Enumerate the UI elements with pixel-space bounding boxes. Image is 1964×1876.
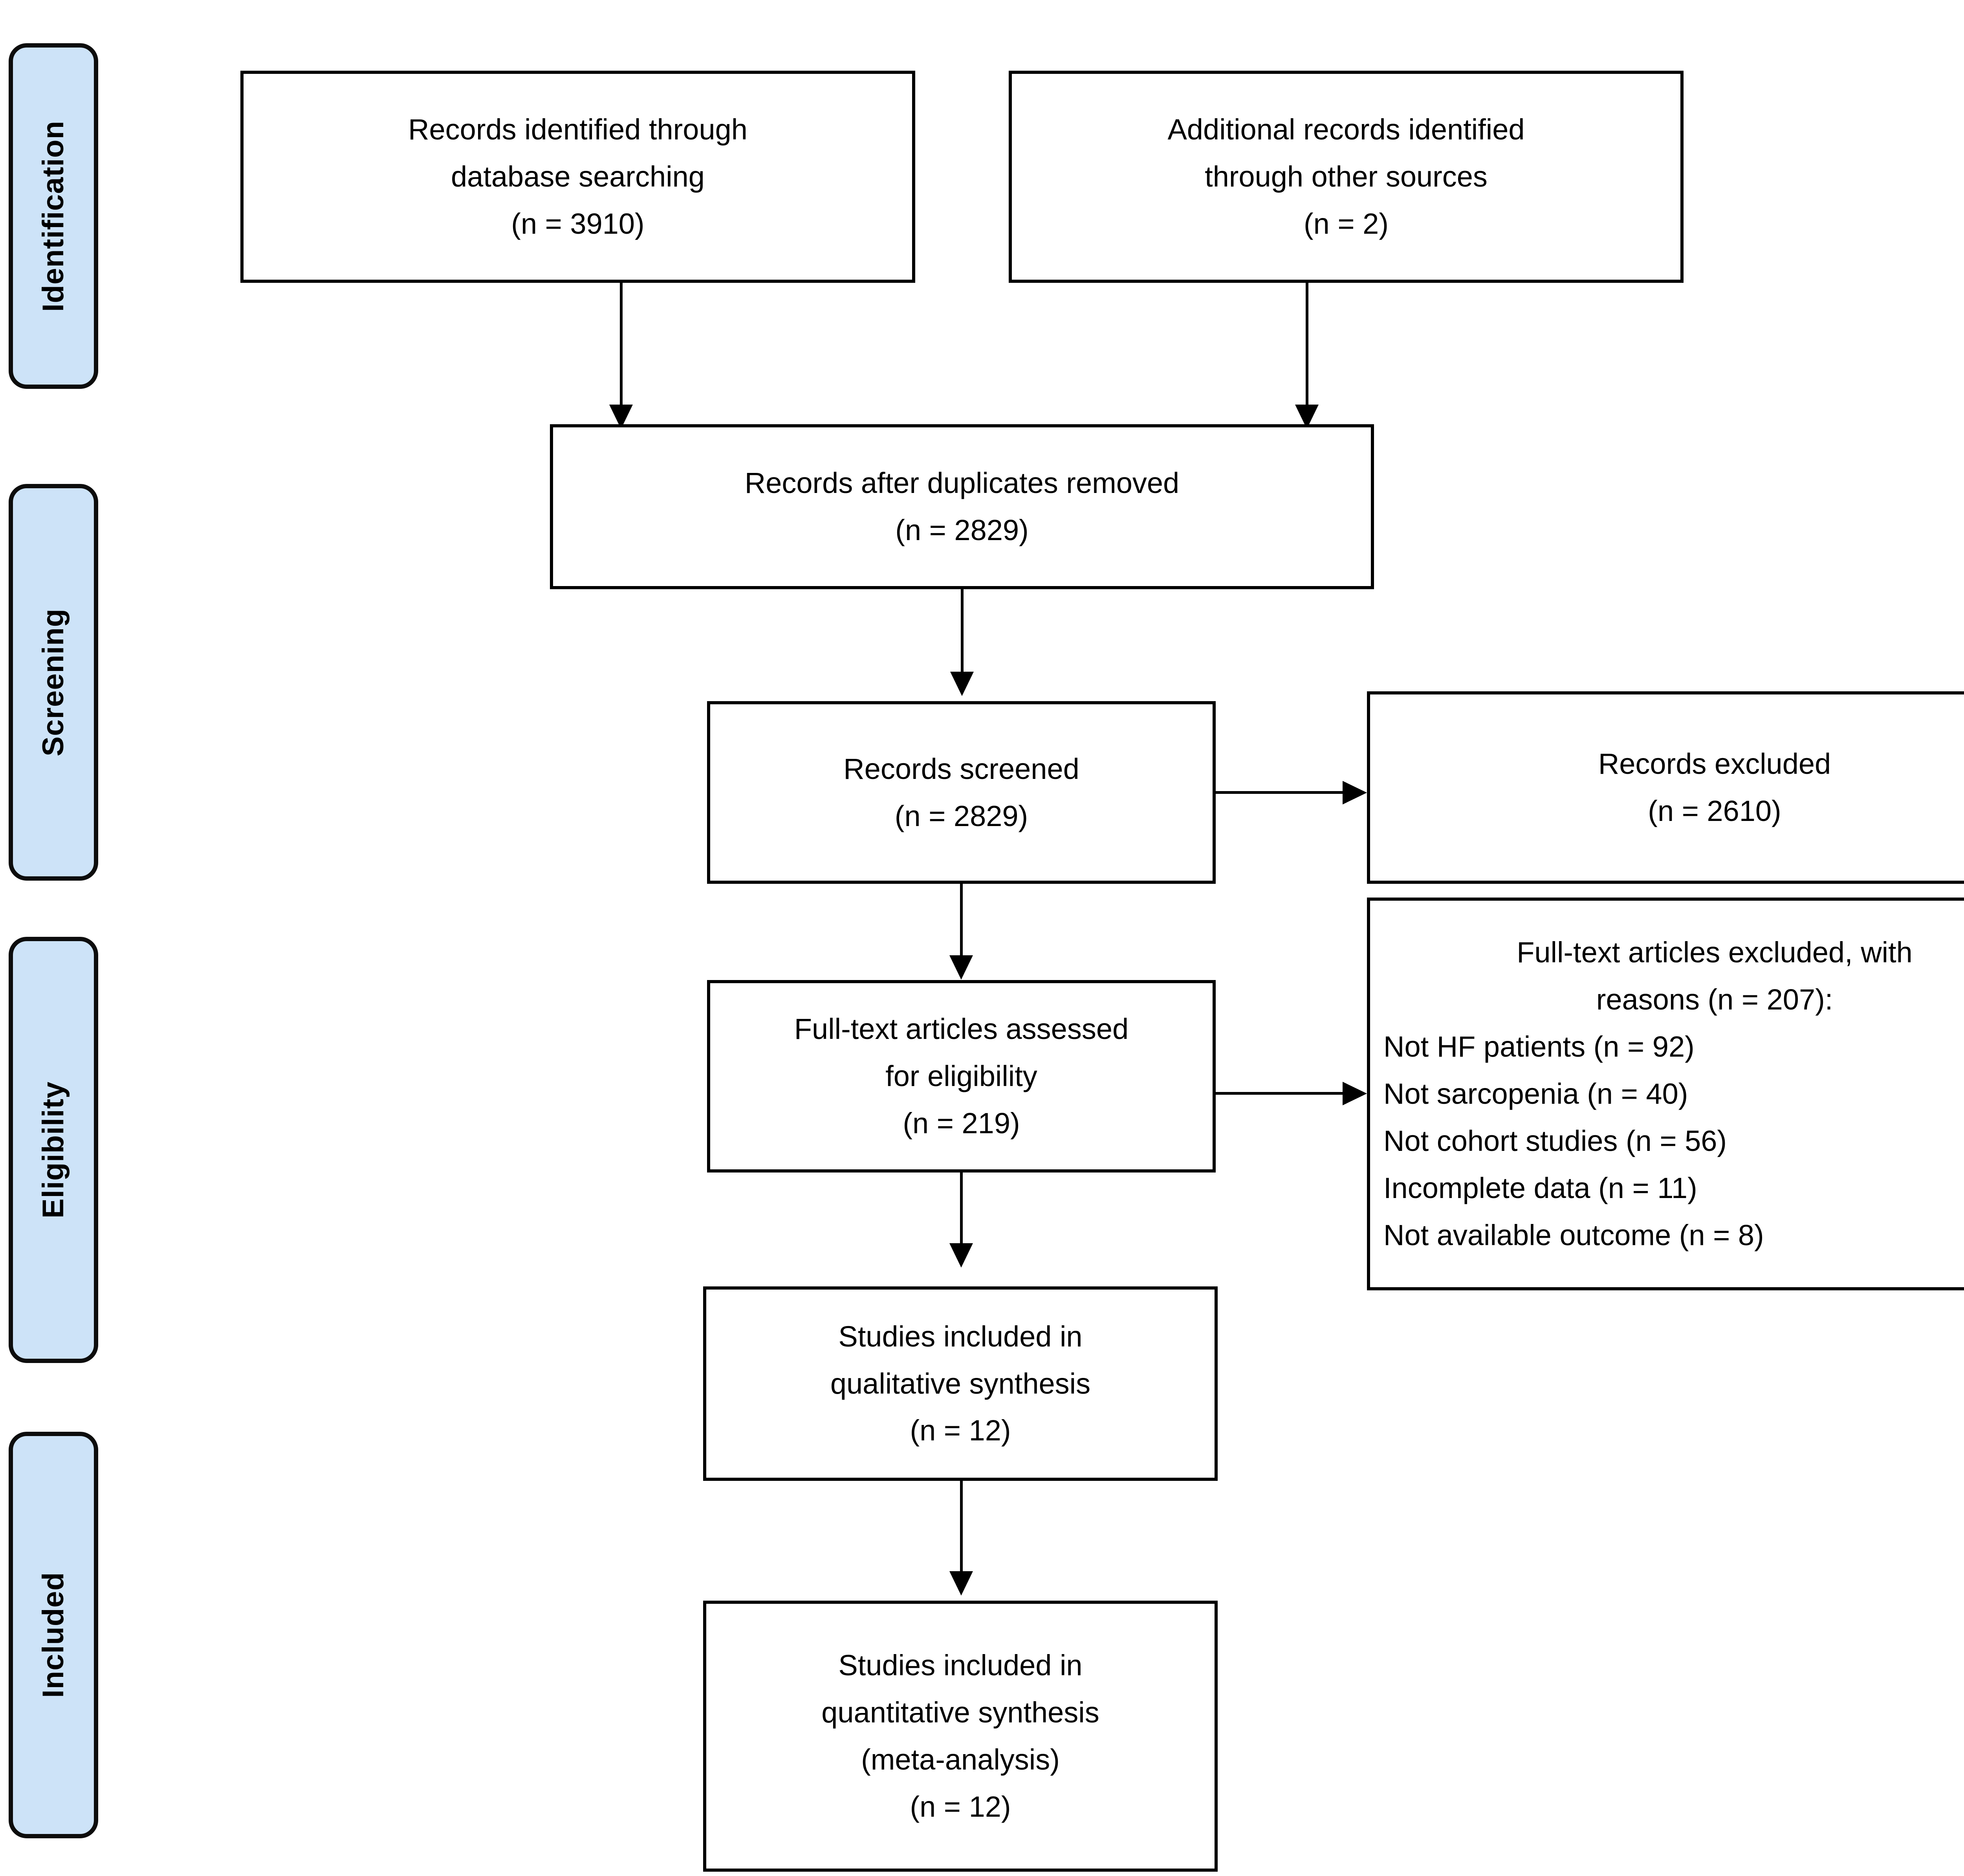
box-line: for eligibility <box>885 1060 1037 1093</box>
box-line: (meta-analysis) <box>861 1743 1060 1776</box>
box-records-identified-database: Records identified through database sear… <box>240 71 915 283</box>
connector-screened-to-fulltext <box>960 884 963 962</box>
stage-pill-identification: Identification <box>9 43 98 389</box>
box-line: through other sources <box>1205 160 1488 193</box>
stage-label-screening: Screening <box>37 608 70 757</box>
connector-screened-to-excluded <box>1216 791 1343 794</box>
stage-pill-screening: Screening <box>9 484 98 881</box>
box-line: (n = 12) <box>910 1790 1011 1823</box>
stage-label-included: Included <box>37 1572 70 1698</box>
box-line: (n = 3910) <box>511 207 645 240</box>
box-line: reasons (n = 207): <box>1596 983 1833 1016</box>
box-line: (n = 2610) <box>1648 795 1781 827</box>
box-line: Studies included in <box>838 1649 1083 1682</box>
box-fulltext-assessed: Full-text articles assessed for eligibil… <box>707 980 1216 1172</box>
box-line: (n = 12) <box>910 1414 1011 1447</box>
connector-fulltext-to-excluded <box>1216 1092 1343 1095</box>
connector-qualitative-to-quantitative <box>960 1481 963 1579</box>
exclusion-reason-1: Not HF patients (n = 92) <box>1383 1030 1695 1063</box>
box-line: (n = 2) <box>1304 207 1389 240</box>
arrowhead-screened-to-fulltext <box>949 955 973 980</box>
stage-pill-eligibility: Eligibility <box>9 937 98 1363</box>
stage-label-eligibility: Eligibility <box>37 1081 70 1218</box>
exclusion-reason-5: Not available outcome (n = 8) <box>1383 1218 1764 1251</box>
box-line: (n = 2829) <box>894 799 1028 832</box>
box-records-after-duplicates: Records after duplicates removed (n = 28… <box>550 424 1374 589</box>
arrowhead-fulltext-to-excluded <box>1343 1082 1367 1105</box>
box-records-excluded: Records excluded (n = 2610) <box>1367 691 1964 884</box>
box-line: (n = 219) <box>903 1107 1020 1140</box>
box-records-identified-other: Additional records identified through ot… <box>1009 71 1684 283</box>
box-line: Records excluded <box>1598 747 1831 780</box>
box-line: Full-text articles excluded, with <box>1517 936 1913 969</box>
box-qualitative-synthesis: Studies included in qualitative synthesi… <box>703 1286 1218 1481</box>
box-line: database searching <box>451 160 705 193</box>
box-line: Records after duplicates removed <box>744 467 1180 500</box>
box-line: Records identified through <box>408 113 747 146</box>
exclusion-reason-4: Incomplete data (n = 11) <box>1383 1171 1697 1204</box>
stage-pill-included: Included <box>9 1432 98 1838</box>
connector-fulltext-to-qualitative <box>960 1172 963 1250</box>
arrowhead-screened-to-excluded <box>1343 781 1367 804</box>
box-line: Additional records identified <box>1167 113 1525 146</box>
connector-other-to-duplicates <box>1306 283 1308 412</box>
box-quantitative-synthesis: Studies included in quantitative synthes… <box>703 1601 1218 1872</box>
box-records-screened: Records screened (n = 2829) <box>707 701 1216 884</box>
box-fulltext-excluded-reasons: Full-text articles excluded, with reason… <box>1367 898 1964 1290</box>
exclusion-reason-2: Not sarcopenia (n = 40) <box>1383 1077 1688 1110</box>
box-line: qualitative synthesis <box>830 1367 1091 1400</box>
connector-db-to-duplicates <box>620 283 623 412</box>
connector-duplicates-to-screened <box>961 589 964 679</box>
arrowhead-duplicates-to-screened <box>950 672 974 696</box>
arrowhead-qualitative-to-quantitative <box>949 1571 973 1596</box>
arrowhead-fulltext-to-qualitative <box>949 1243 973 1268</box>
box-line: Full-text articles assessed <box>794 1013 1129 1046</box>
box-line: Records screened <box>843 752 1079 785</box>
box-line: quantitative synthesis <box>821 1696 1099 1729</box>
stage-label-identification: Identification <box>37 120 70 312</box>
box-line: (n = 2829) <box>895 514 1029 546</box>
exclusion-reason-3: Not cohort studies (n = 56) <box>1383 1124 1727 1157</box>
box-line: Studies included in <box>838 1320 1083 1353</box>
